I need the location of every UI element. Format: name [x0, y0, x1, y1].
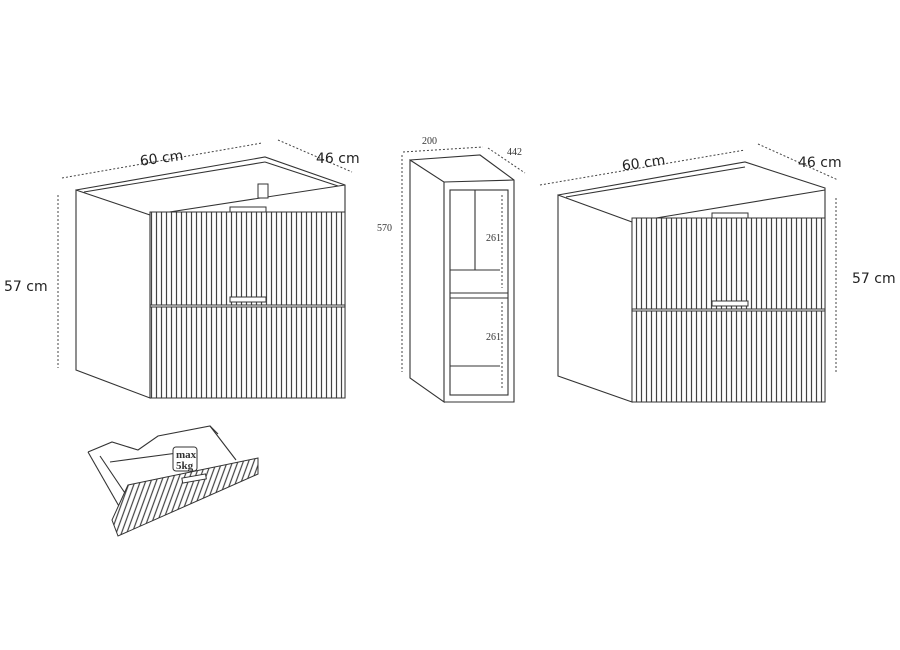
- right-depth-label: 46 cm: [798, 155, 842, 171]
- drawer-handle: [711, 300, 749, 307]
- right-width-label: 60 cm: [621, 153, 666, 175]
- drawer-handle: [711, 212, 749, 219]
- left-width-label: 60 cm: [139, 148, 184, 170]
- shelf-depth-label: 442: [507, 147, 522, 158]
- load-limit-line2: 5kg: [176, 460, 194, 472]
- left-height-label: 57 cm: [4, 279, 48, 295]
- left-depth-label: 46 cm: [316, 151, 360, 167]
- upper-drawer-front: [631, 217, 826, 310]
- lower-drawer-front: [631, 310, 826, 403]
- lower-compartment-label: 261: [486, 332, 501, 343]
- shelf-height-label: 570: [377, 223, 392, 234]
- shelf-width-label: 200: [422, 136, 437, 147]
- right-height-label: 57 cm: [852, 271, 896, 287]
- drawer-front-fluted: [111, 457, 259, 537]
- drawer-detail: max 5kg: [87, 425, 259, 537]
- load-limit-line1: max: [176, 449, 197, 461]
- upper-compartment-label: 261: [486, 233, 501, 244]
- weight-icon: [172, 446, 198, 472]
- left-cabinet: 60 cm 46 cm 57 cm: [4, 139, 360, 399]
- shelf-unit: 200 442 570 261 261: [377, 136, 526, 404]
- lower-drawer-front: [149, 306, 346, 399]
- right-cabinet: 60 cm 46 cm 57 cm: [539, 143, 896, 403]
- drawer-handle: [229, 206, 267, 213]
- drawer-handle: [229, 296, 267, 303]
- upper-drawer-front: [149, 211, 346, 306]
